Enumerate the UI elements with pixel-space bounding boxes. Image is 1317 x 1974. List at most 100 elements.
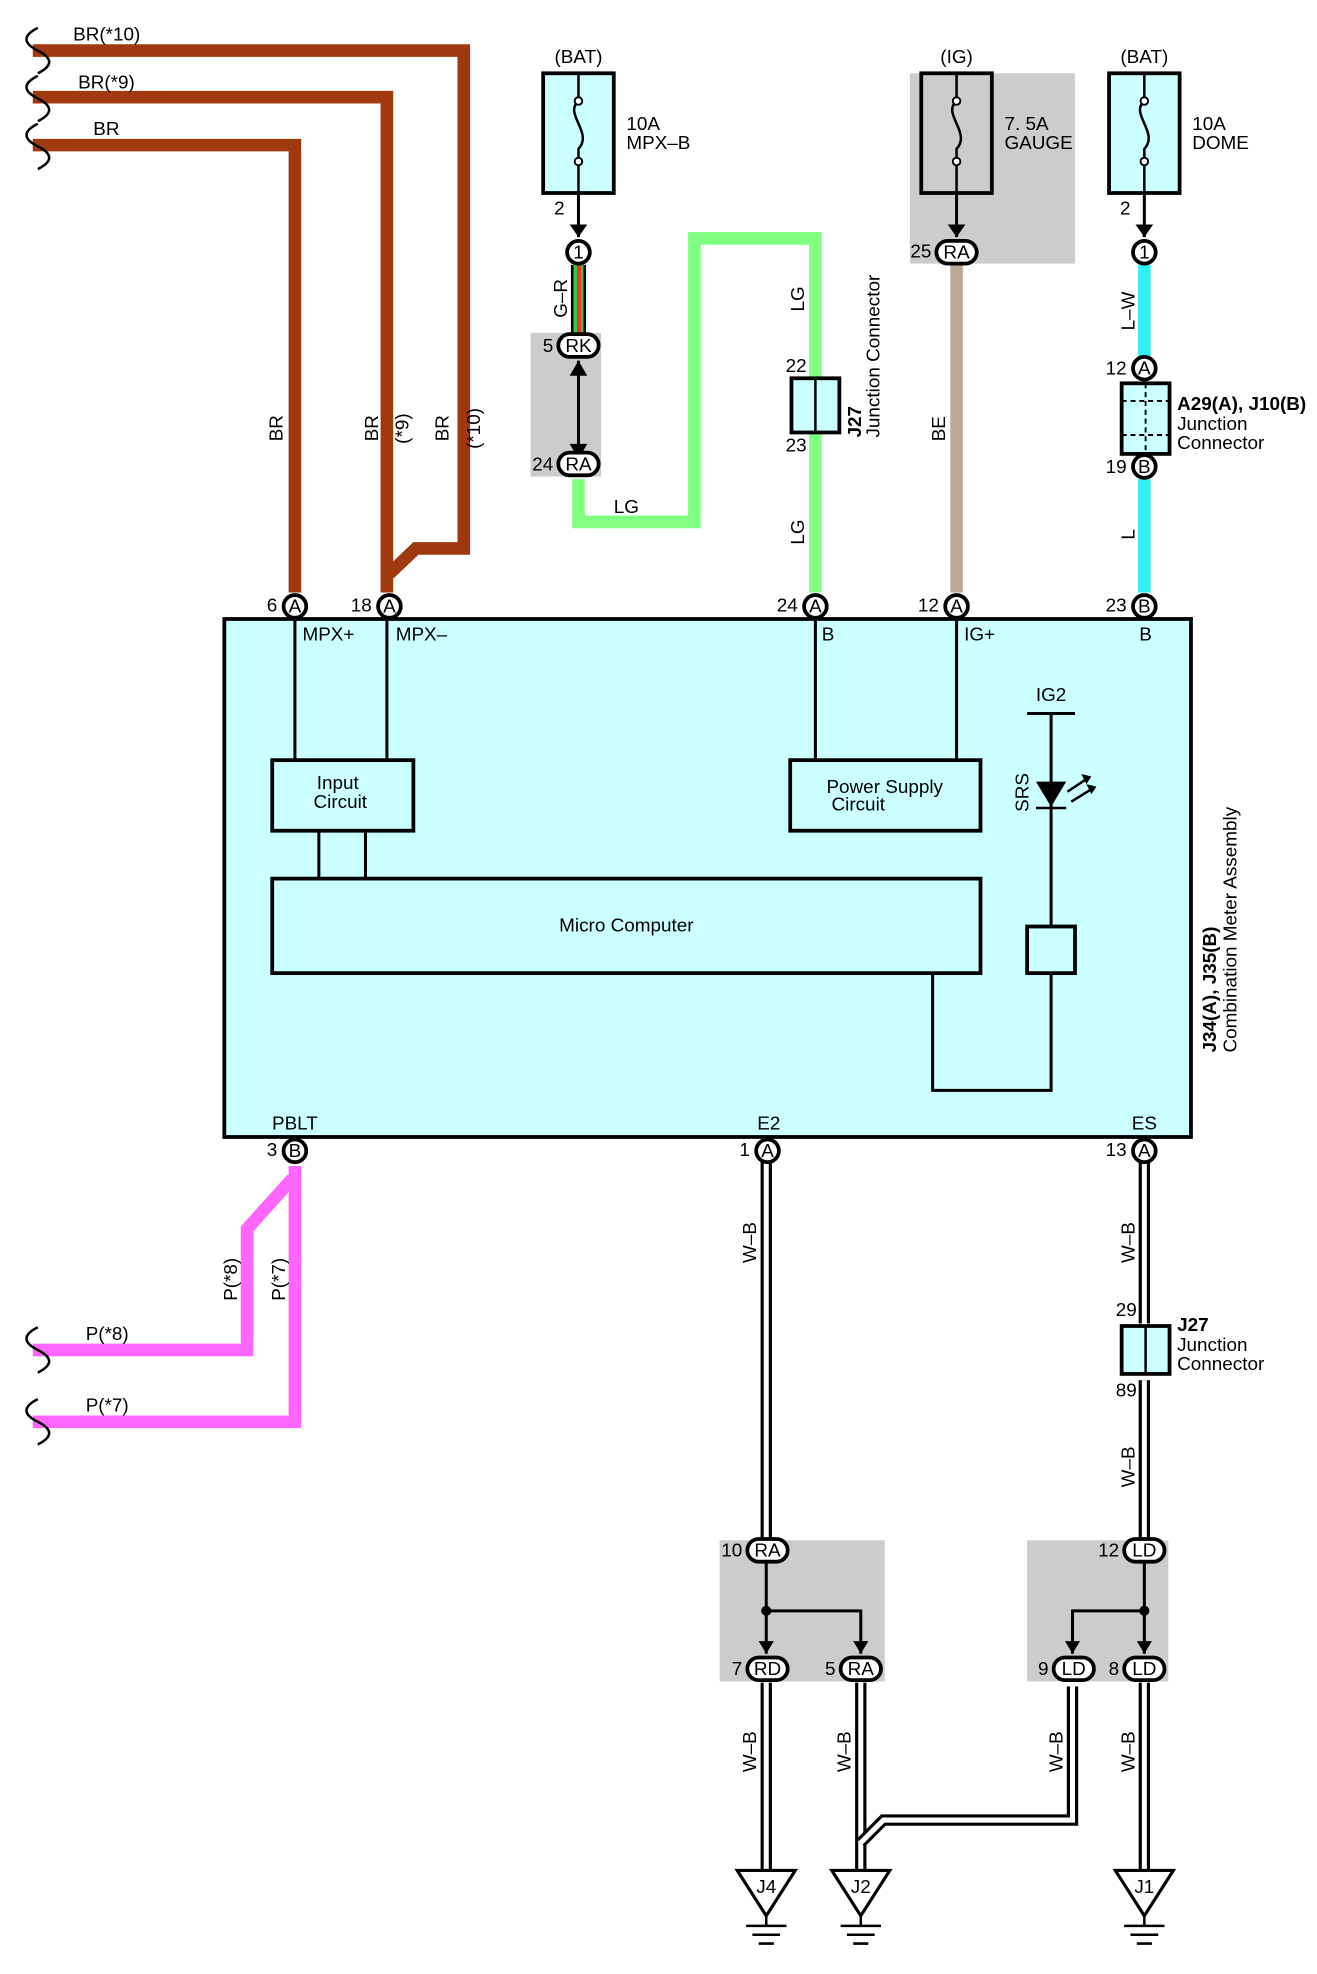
fuse-pin: 2	[1120, 198, 1131, 219]
pin-number: 12	[1106, 359, 1127, 380]
connector-pin	[754, 1137, 781, 1165]
input-circuit-label: Input	[317, 773, 360, 794]
combination-meter-assembly: MPX+ MPX– B IG+ B Input Circuit Power Su…	[222, 617, 1241, 1139]
wire-label: L	[1118, 529, 1139, 540]
pin-label: A	[1138, 359, 1151, 380]
meter-id: J34(A), J35(B)	[1200, 927, 1221, 1053]
pin-number: 3	[267, 1140, 278, 1161]
meter-desc: Combination Meter Assembly	[1220, 806, 1241, 1052]
pin-number: 6	[267, 595, 278, 616]
connector-pin	[1131, 354, 1158, 382]
connector-pin	[556, 332, 601, 359]
wire-gr	[570, 264, 587, 333]
connector-pins: 1 RK 5 RA 24 RA 1 A 12 B 19 A 6 A 18 A 2…	[267, 239, 1167, 1683]
pblt-label: PBLT	[272, 1113, 318, 1134]
wire-label: BR	[362, 415, 383, 441]
wire-label: (*9)	[392, 413, 413, 443]
b-label: B	[822, 624, 835, 645]
wire-lg-loop	[572, 232, 822, 529]
pin-number: 13	[1106, 1140, 1127, 1161]
pin-89: 89	[1116, 1381, 1137, 1402]
j27-junction-connector-bottom: 29 89 J27 Junction Connector	[1116, 1300, 1265, 1402]
mpx-minus-label: MPX–	[396, 624, 448, 645]
connector-pin	[1051, 1655, 1096, 1683]
ig-plus-label: IG+	[964, 624, 995, 645]
a29-id: A29(A), J10(B)	[1177, 394, 1306, 415]
wire-label: BR(*10)	[73, 25, 140, 46]
wire-label: BR	[266, 415, 287, 441]
pin-label: A	[950, 597, 963, 618]
pin-number: 9	[1038, 1659, 1049, 1680]
wire-br-10	[32, 44, 471, 579]
fuse-name: MPX–B	[626, 133, 690, 154]
wire-label: G–R	[551, 279, 572, 318]
pin-number: 12	[1098, 1541, 1119, 1562]
pin-label: B	[1138, 597, 1151, 618]
pin-number: 19	[1106, 457, 1127, 478]
pin-label: RK	[565, 336, 592, 357]
connector-pin	[376, 593, 403, 620]
wire-p-7	[32, 1165, 302, 1429]
j27-desc: Connector	[1177, 1354, 1264, 1375]
wire-label: W–B	[1118, 1222, 1139, 1263]
wire-label: W–B	[1118, 1731, 1139, 1772]
b-label: B	[1139, 624, 1152, 645]
fuse-mpx-b: (BAT) 10A MPX–B 2	[541, 47, 690, 238]
connector-pin	[802, 593, 829, 620]
input-circuit-label: Circuit	[314, 792, 368, 813]
wire-label: (*10)	[464, 408, 485, 449]
led-driver-block	[1025, 924, 1077, 976]
wire-p-8	[32, 1174, 298, 1357]
ground-label: J2	[851, 1877, 871, 1898]
wire-label: BR	[93, 119, 119, 140]
wire-label: LG	[788, 519, 809, 544]
pin-label: B	[1138, 457, 1151, 478]
pink-wires	[32, 1165, 302, 1429]
fuse-amp: 7. 5A	[1004, 114, 1049, 135]
wire-label: W–B	[740, 1731, 761, 1772]
wire-label: BR	[433, 415, 454, 441]
pin-label: A	[383, 597, 396, 618]
fuse-amp: 10A	[1192, 114, 1226, 135]
pin-label: 1	[1139, 243, 1150, 264]
wire-label: L–W	[1118, 291, 1139, 330]
fuse-pin: 25	[910, 241, 931, 262]
pin-label: LD	[1132, 1659, 1156, 1680]
power-supply-circuit-block	[788, 758, 983, 833]
ground-j2: J2	[828, 1868, 893, 1945]
pin-label: A	[761, 1141, 774, 1162]
fuse-source-label: (IG)	[940, 47, 973, 68]
wb-wires	[760, 1162, 1151, 1881]
wire-label: W–B	[740, 1222, 761, 1263]
pin-number: 10	[721, 1541, 742, 1562]
wire-label: W–B	[1046, 1731, 1067, 1772]
pin-label: A	[809, 597, 822, 618]
pin-label: 1	[573, 243, 584, 264]
wire-label: BE	[929, 416, 950, 441]
wire-label: W–B	[835, 1731, 856, 1772]
fuse-pin: 2	[554, 198, 565, 219]
connector-pin	[281, 593, 309, 620]
pin-29: 29	[1116, 1300, 1137, 1321]
pin-label: RA	[848, 1659, 875, 1680]
connector-pin	[1131, 453, 1158, 480]
pin-label: RD	[754, 1659, 781, 1680]
fuse-source-label: (BAT)	[1120, 47, 1168, 68]
pin-23: 23	[786, 435, 807, 456]
fuse-dome: (BAT) 10A DOME 2	[1107, 47, 1249, 238]
fuse-gauge: (IG) 7. 5A GAUGE 25	[910, 47, 1072, 262]
ground-label: J4	[756, 1877, 776, 1898]
connector-pin	[1131, 1137, 1158, 1165]
pin-label: RA	[754, 1541, 781, 1562]
power-supply-label: Power Supply	[826, 777, 943, 798]
wire-labels: BR(*10) BR(*9) BR BR BR (*9) BR (*10) G–…	[73, 25, 1139, 1773]
a29-j10-junction-connector: A29(A), J10(B) Junction Connector	[1119, 381, 1306, 456]
wire-label: LG	[614, 497, 639, 518]
ground-label: J1	[1134, 1877, 1154, 1898]
wire-br-9	[32, 90, 394, 593]
pin-label: A	[289, 597, 302, 618]
pin-number: 23	[1106, 595, 1127, 616]
a29-desc: Connector	[1177, 433, 1264, 454]
a29-desc: Junction	[1177, 414, 1247, 435]
